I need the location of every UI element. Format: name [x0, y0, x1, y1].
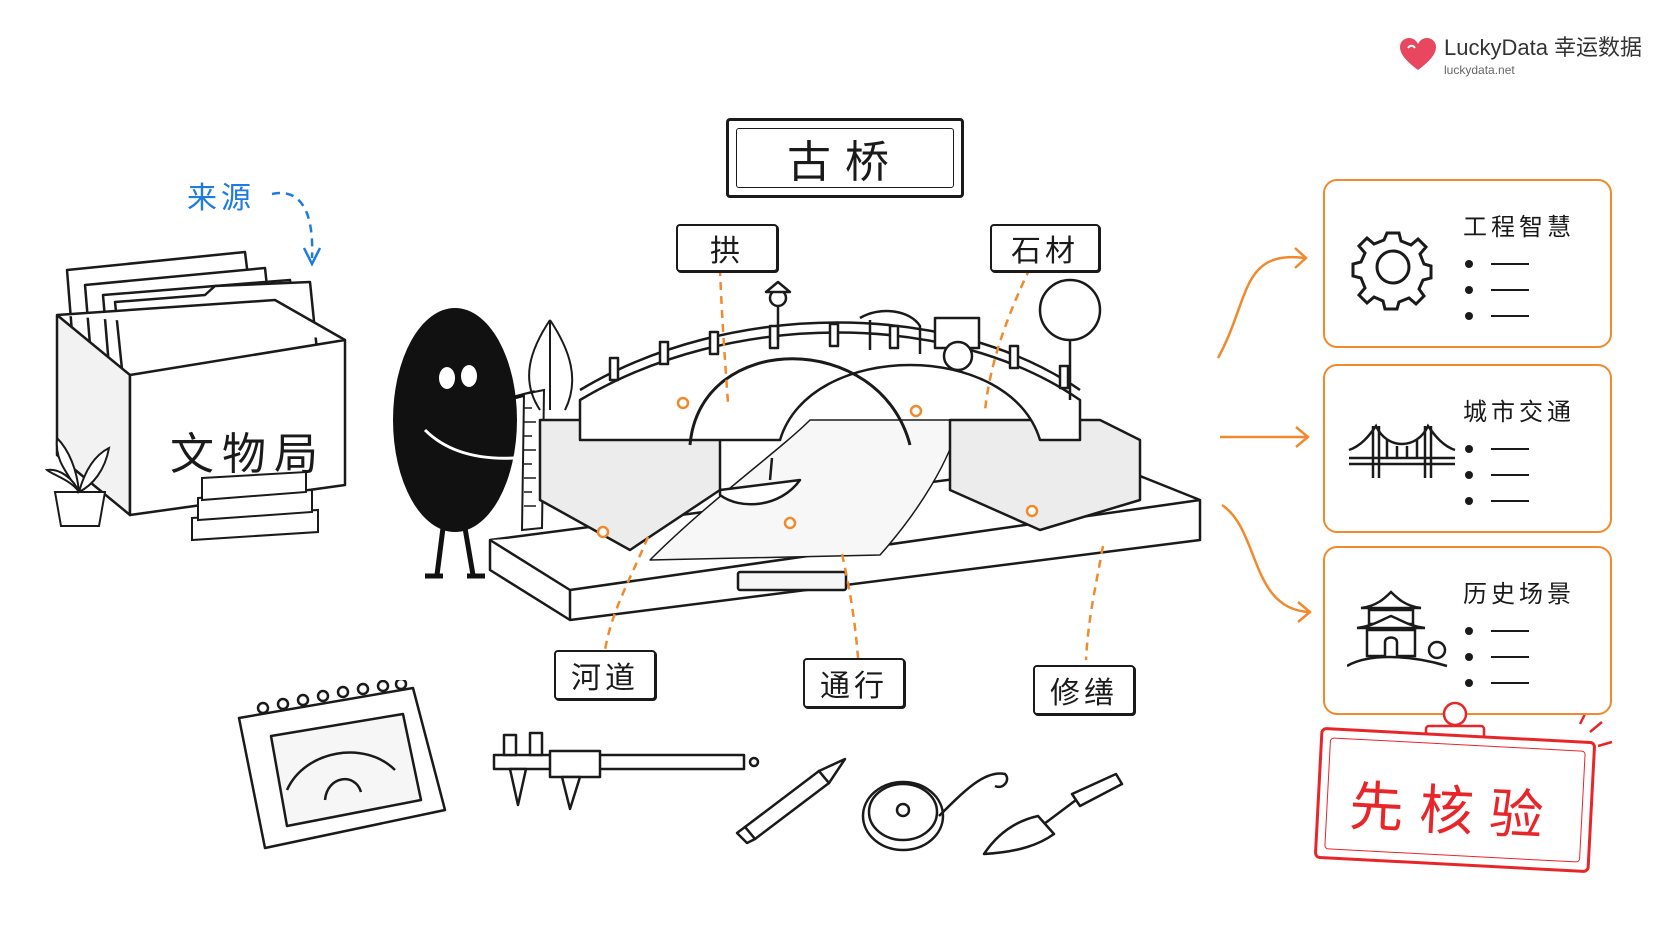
card-traffic: 城市交通 [1323, 364, 1612, 533]
card-history: 历史场景 [1323, 546, 1612, 715]
label-arch: 拱 [676, 224, 778, 272]
label-traffic: 通行 [803, 658, 905, 708]
card-engineering-bullets [1465, 251, 1529, 329]
book-stack-icon [191, 470, 319, 542]
source-arrow-icon [271, 191, 322, 267]
gear-icon [1351, 231, 1433, 311]
potted-plant-icon [45, 435, 111, 527]
verify-stamp-text: 先核验 [1347, 774, 1561, 849]
card-traffic-title: 城市交通 [1463, 398, 1575, 426]
label-river: 河道 [554, 650, 656, 700]
pavilion-icon [1347, 590, 1448, 668]
heart-logo-icon [1400, 37, 1436, 70]
page-title: 古桥 [787, 137, 903, 188]
bridge-diorama-illustration [488, 278, 1202, 622]
archive-box-label: 文物局 [170, 429, 326, 480]
pencil-icon [735, 757, 847, 845]
brand-name: LuckyData 幸运数据 [1444, 35, 1643, 60]
label-repair-text: 修缮 [1050, 676, 1118, 711]
card-engineering-title: 工程智慧 [1463, 213, 1575, 241]
brand-url: luckydata.net [1444, 63, 1515, 77]
source-label: 来源 [187, 181, 255, 216]
ruler-icon [520, 388, 546, 532]
label-traffic-text: 通行 [820, 669, 888, 704]
tape-measure-icon [861, 772, 1009, 852]
card-history-bullets [1465, 618, 1529, 696]
verify-stamp: 先核验 [1313, 726, 1597, 874]
card-traffic-bullets [1465, 436, 1529, 514]
label-arch-text: 拱 [710, 234, 744, 269]
label-river-text: 河道 [571, 661, 639, 696]
caliper-icon [492, 731, 760, 811]
archive-box-illustration [55, 250, 347, 517]
label-repair: 修缮 [1033, 665, 1135, 715]
label-stone: 石材 [990, 224, 1100, 272]
card-engineering: 工程智慧 [1323, 179, 1612, 348]
suspension-bridge-icon [1348, 423, 1456, 478]
brand-logo: LuckyData 幸运数据 luckydata.net [1398, 30, 1642, 77]
label-stone-text: 石材 [1011, 234, 1079, 269]
title-box: 古桥 [726, 118, 964, 198]
trowel-icon [982, 772, 1124, 856]
sketchbook-icon [237, 680, 447, 850]
card-history-title: 历史场景 [1463, 580, 1575, 608]
